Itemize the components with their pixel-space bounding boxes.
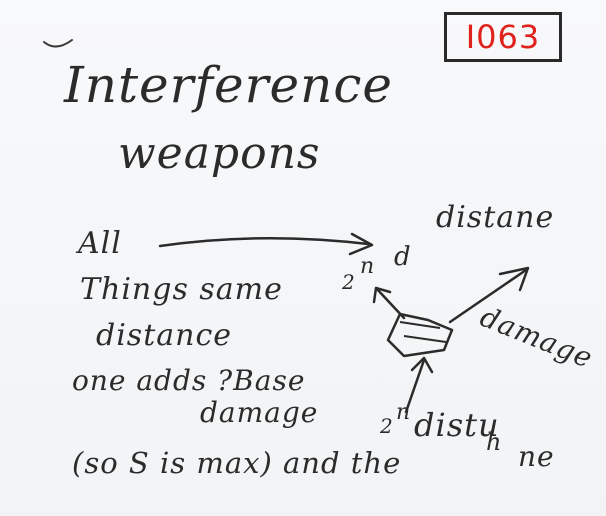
- note-things-same: Things same: [80, 272, 283, 307]
- arrow-up-left-head: [372, 286, 392, 304]
- note-id-badge: I063: [444, 12, 562, 62]
- title-line-2: weapons: [118, 128, 321, 179]
- diagram-top-label-n: n: [360, 254, 376, 279]
- weapon-shape: [386, 312, 454, 358]
- diagram-bottom-label-n: n: [396, 400, 412, 425]
- diagram-top-label-super: 2: [342, 270, 356, 294]
- diagram-top-label-d: d: [394, 242, 412, 272]
- arrow-up-left-line: [374, 286, 406, 320]
- note-all: All: [78, 226, 122, 261]
- diagram-top-label-distance: distane: [436, 200, 555, 235]
- note-damage: damage: [200, 396, 319, 429]
- note-one-adds: one adds ?Base: [72, 364, 306, 397]
- title-line-1: Interference: [64, 56, 393, 114]
- weapon-inner-stroke: [399, 321, 441, 329]
- arrow-up-right-line: [448, 268, 528, 324]
- arrow-to-distance-head: [348, 232, 374, 256]
- arrow-to-distance-line: [158, 236, 370, 248]
- arrow-up-bottom-head: [410, 356, 434, 374]
- diagram-bottom-label-h: h: [486, 428, 503, 456]
- weapon-inner-stroke-2: [403, 335, 447, 343]
- diagram-bottom-label-tail: ne: [518, 440, 555, 473]
- arrow-up-bottom-line: [404, 358, 426, 414]
- diagram-bottom-label-main: distu: [414, 406, 500, 444]
- arrow-up-right-head: [498, 266, 530, 292]
- note-bottom-line: (so S is max) and the: [72, 446, 402, 480]
- diagram-bottom-label-super: 2: [380, 414, 394, 438]
- pen-mark: [43, 39, 73, 48]
- note-distance: distance: [96, 318, 233, 353]
